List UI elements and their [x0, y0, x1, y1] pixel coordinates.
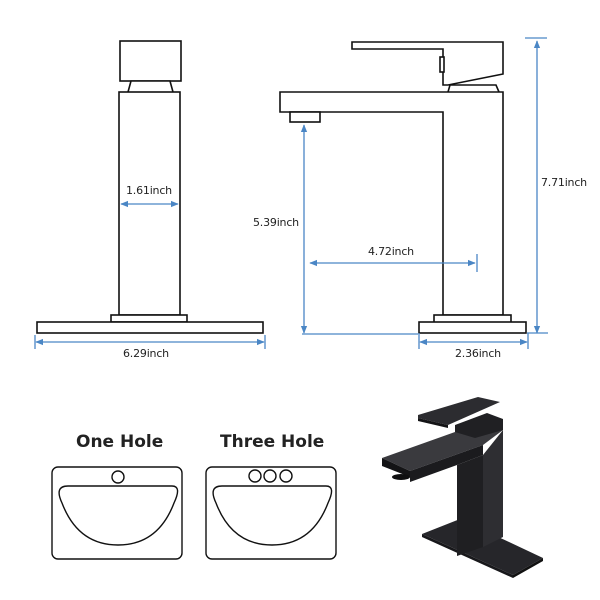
three-hole-title: Three Hole [220, 432, 325, 452]
front-view-dimensions [300, 37, 548, 349]
one-hole-sink-diagram [51, 466, 183, 560]
base-width-label: 6.29inch [123, 347, 169, 360]
total-height-label: 7.71inch [541, 176, 587, 189]
one-hole-title: One Hole [76, 432, 164, 452]
side-width-label: 1.61inch [126, 184, 172, 197]
three-hole-sink-diagram [205, 466, 337, 560]
side-view-dimensions [34, 200, 266, 349]
spout-reach-label: 4.72inch [368, 245, 414, 258]
product-photo-faucet [382, 397, 543, 578]
front-view-drawing [279, 41, 527, 334]
base-depth-label: 2.36inch [455, 347, 501, 360]
spout-height-label: 5.39inch [253, 216, 299, 229]
